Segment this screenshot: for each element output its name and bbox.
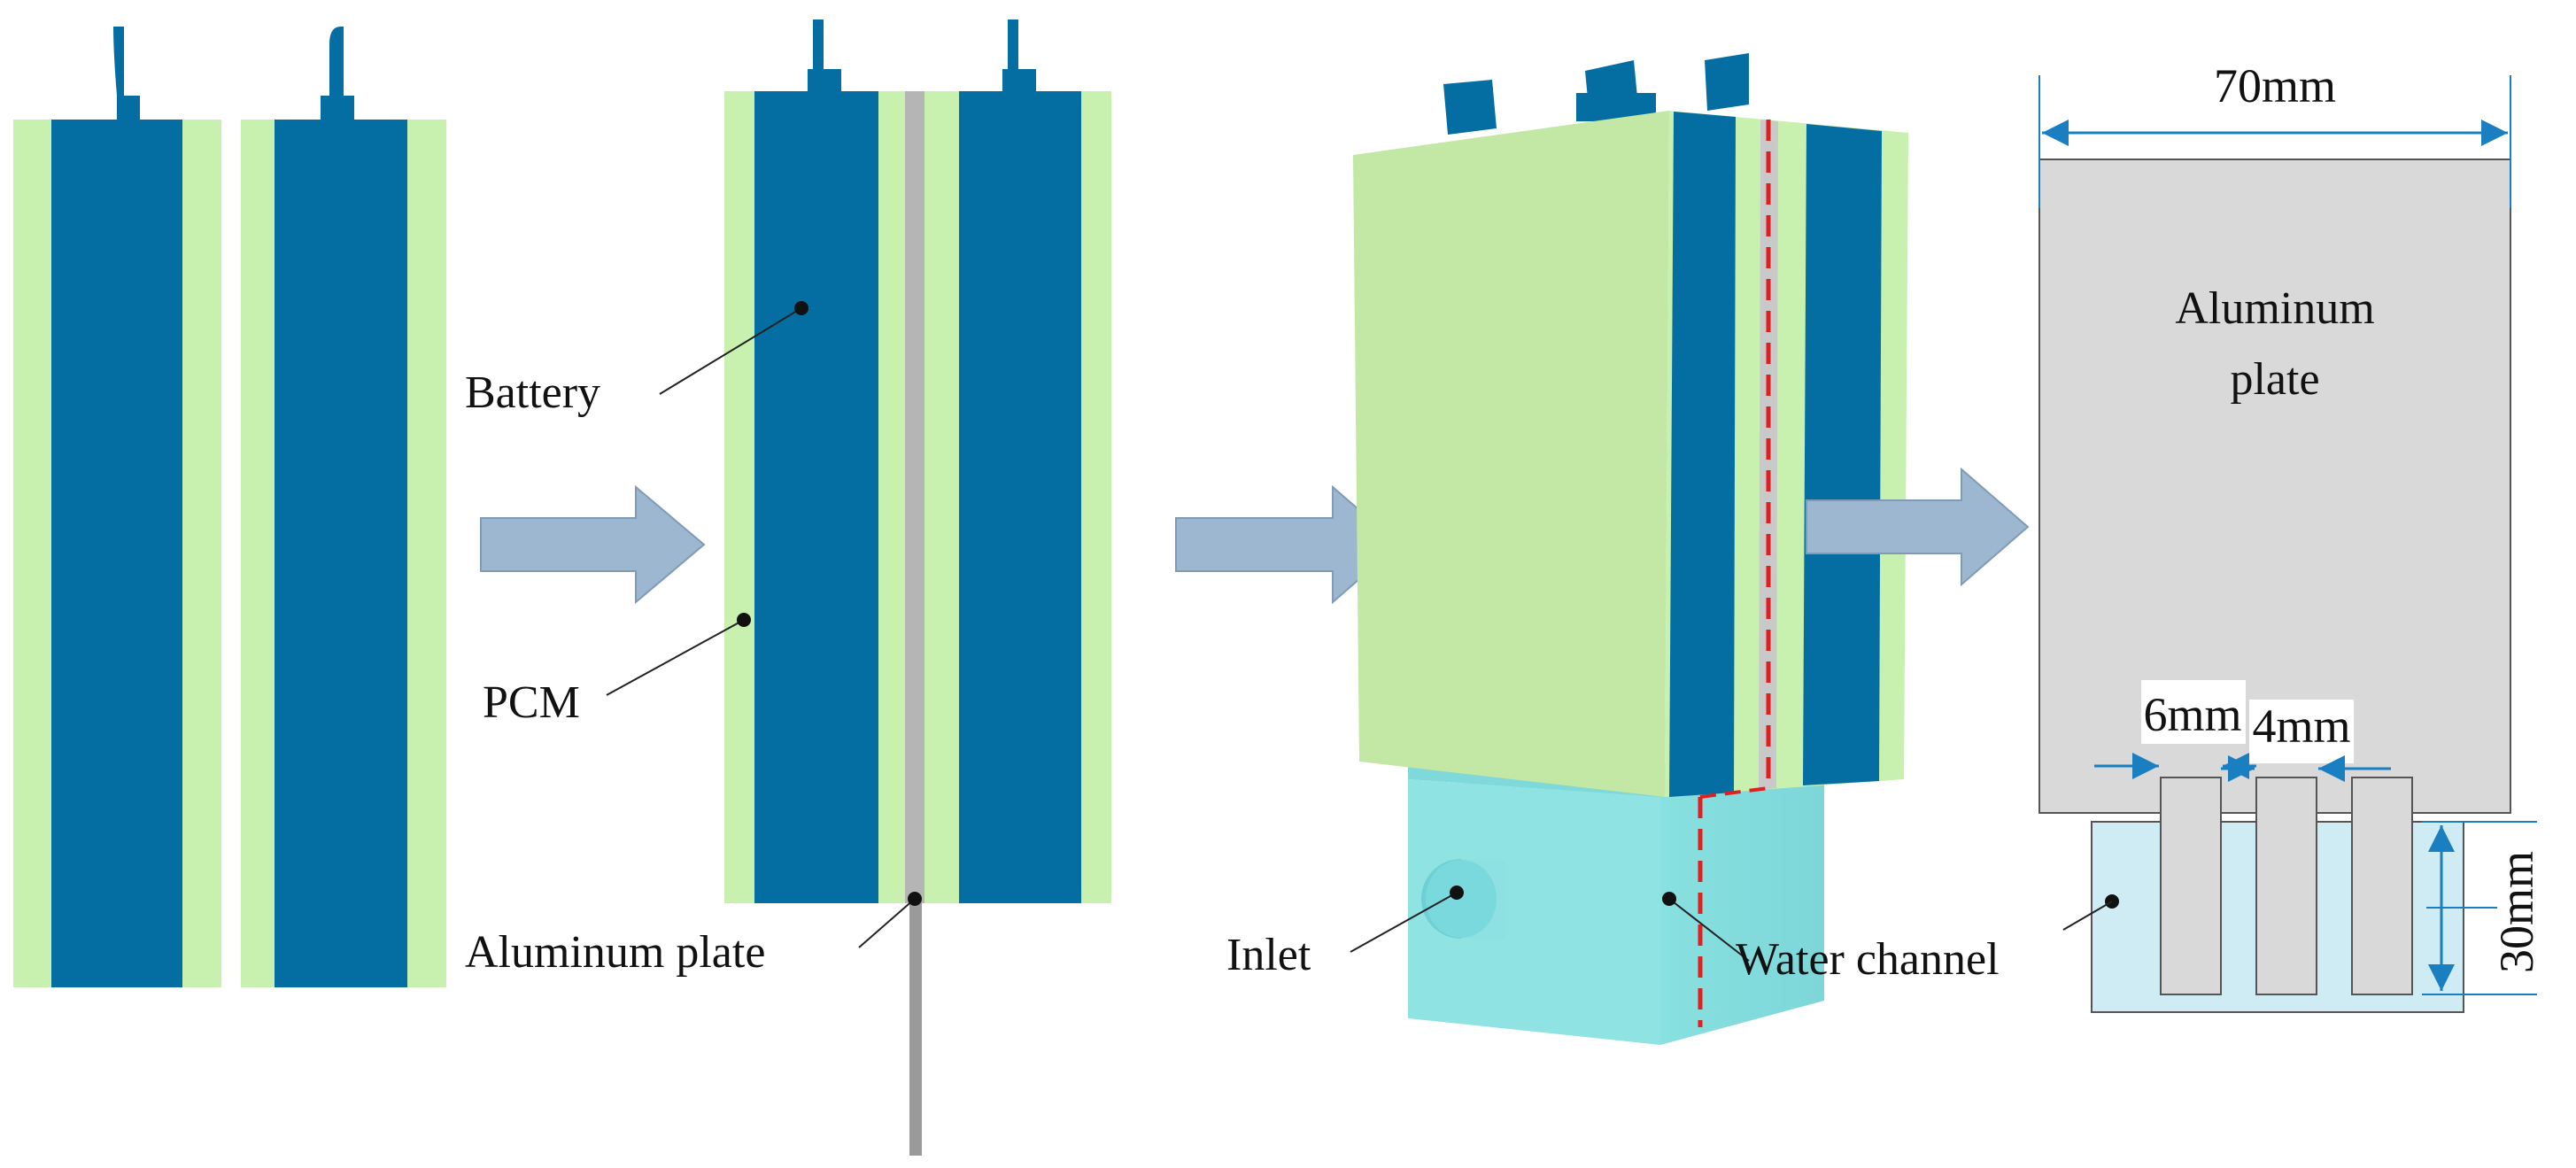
left-battery-tab — [808, 19, 841, 91]
plate-label-line1: Aluminum — [2175, 283, 2374, 334]
dim-width-label: 70mm — [2214, 59, 2336, 112]
inlet-pipe-end — [1426, 860, 1497, 938]
callout-water-channel: Water channel — [1662, 892, 2000, 985]
dim-height-label: 30mm — [2490, 851, 2543, 973]
flow-arrow-3 — [1806, 467, 2030, 587]
cell-1-tab — [113, 27, 140, 120]
label-pcm: PCM — [483, 677, 580, 728]
section-cut-connector — [1699, 786, 1769, 799]
side-battery-2 — [1803, 124, 1882, 785]
stage-1-separate-cells — [13, 27, 446, 987]
flow-arrow-1 — [480, 484, 706, 605]
stage-2-assembly — [724, 19, 1111, 1156]
water-block-front — [1408, 779, 1660, 1045]
right-battery-tab — [1002, 19, 1036, 91]
stage-4-plate-section: Aluminum plate 70mm 6mm 4mm 30mm — [2038, 59, 2543, 1013]
cell-2-battery — [275, 120, 407, 987]
callout-aluminum-plate: Aluminum plate — [465, 892, 922, 978]
label-battery: Battery — [465, 367, 600, 418]
pcm-block-front — [1353, 111, 1669, 797]
stage-3-3d-module — [1353, 53, 1908, 1045]
callout-inlet: Inlet — [1226, 886, 1464, 980]
dim-gap-label: 4mm — [2252, 700, 2350, 753]
label-water-channel: Water channel — [1736, 934, 2000, 985]
aluminum-plate-extension — [909, 899, 922, 1156]
dim-fin-width-label: 6mm — [2143, 688, 2241, 741]
left-battery — [754, 91, 878, 903]
label-inlet: Inlet — [1226, 930, 1311, 980]
cell-1-tab-cap — [115, 27, 124, 35]
plate-label-line2: plate — [2230, 354, 2319, 405]
side-battery-1 — [1669, 112, 1736, 797]
module-tab-3 — [1705, 53, 1749, 111]
aluminum-plate-strip — [905, 91, 924, 903]
callout-pcm: PCM — [483, 613, 751, 728]
label-aluminum-plate: Aluminum plate — [465, 927, 765, 978]
callout-battery: Battery — [465, 301, 808, 418]
cell-1-battery — [51, 120, 182, 987]
right-battery — [959, 91, 1081, 903]
module-tab-1 — [1443, 80, 1497, 135]
cell-2-tab — [321, 27, 354, 120]
